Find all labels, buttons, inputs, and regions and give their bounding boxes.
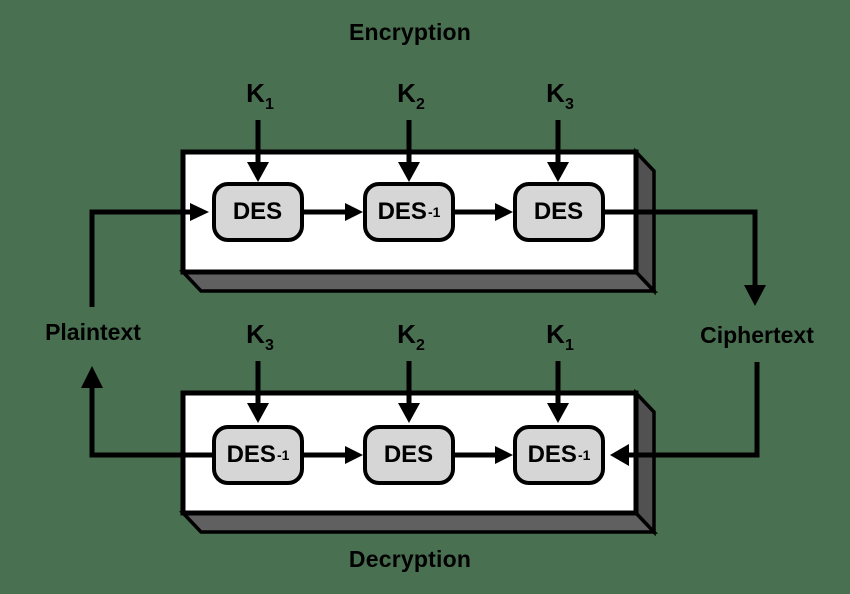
module-superscript: -1 [276, 447, 290, 463]
encryption-flow-arrows [89, 203, 766, 307]
dec-stage2-stage3-head [495, 446, 513, 464]
key-arrow-k1-bottom-head [547, 403, 569, 423]
decryption-flow-arrows [81, 362, 760, 466]
ciphertext-input-head [610, 444, 629, 466]
decryption-title: Decryption [348, 546, 472, 572]
decryption-module-1-des-inverse: DES-1 [212, 425, 304, 485]
key-arrow-k3-top-head [547, 162, 569, 182]
ciphertext-input-wire [628, 362, 760, 458]
decryption-box-right-panel [634, 388, 656, 537]
key-label-k3-top: K3 [546, 78, 574, 114]
plaintext-output-wire [89, 386, 213, 458]
key-base: K [546, 78, 565, 108]
key-arrows-encryption [247, 120, 569, 182]
module-label: DES [383, 441, 434, 468]
decryption-box-bottom-panel [178, 511, 659, 534]
enc-stage2-stage3-head [495, 203, 513, 221]
key-label-k1-bottom: K1 [546, 319, 574, 355]
key-label-k2-bottom: K2 [397, 319, 425, 355]
key-base: K [246, 319, 265, 349]
ciphertext-output-wire [605, 209, 758, 287]
plaintext-input-head [190, 203, 209, 221]
encryption-title: Encryption [348, 19, 472, 45]
ciphertext-output-head [744, 285, 766, 306]
key-subscript: 3 [264, 337, 274, 354]
key-base: K [397, 78, 416, 108]
enc-stage1-stage2-head [345, 203, 363, 221]
encryption-module-2-des-inverse: DES-1 [363, 182, 455, 242]
module-label: DES [226, 441, 276, 468]
module-label: DES [527, 441, 577, 468]
key-base: K [397, 319, 416, 349]
key-arrow-k1-top-head [247, 162, 269, 182]
decryption-module-2-des: DES [363, 425, 455, 485]
key-label-k1-top: K1 [246, 78, 274, 114]
key-base: K [246, 78, 265, 108]
key-base: K [546, 319, 565, 349]
module-superscript: -1 [577, 447, 591, 463]
module-label: DES [533, 198, 584, 225]
key-arrow-k3-bottom-head [247, 403, 269, 423]
key-subscript: 1 [564, 337, 574, 354]
dec-stage1-stage2-head [345, 446, 363, 464]
key-subscript: 2 [415, 337, 425, 354]
encryption-box-bottom-panel [178, 270, 659, 293]
encryption-module-3-des: DES [513, 182, 605, 242]
key-arrow-k2-top-head [398, 162, 420, 182]
module-superscript: -1 [427, 204, 441, 220]
key-arrow-k2-bottom-head [398, 403, 420, 423]
module-label: DES [232, 198, 283, 225]
module-label: DES [377, 198, 427, 225]
key-subscript: 3 [564, 96, 574, 113]
key-subscript: 2 [415, 96, 425, 113]
key-subscript: 1 [264, 96, 274, 113]
encryption-box-right-panel [634, 147, 656, 296]
key-arrows-decryption [247, 361, 569, 423]
key-label-k3-bottom: K3 [246, 319, 274, 355]
ciphertext-label: Ciphertext [700, 322, 814, 348]
encryption-module-1-des: DES [212, 182, 304, 242]
key-label-k2-top: K2 [397, 78, 425, 114]
plaintext-output-head [81, 366, 103, 388]
plaintext-input-wire [89, 209, 191, 307]
decryption-module-3-des-inverse: DES-1 [513, 425, 605, 485]
plaintext-label: Plaintext [45, 319, 141, 345]
